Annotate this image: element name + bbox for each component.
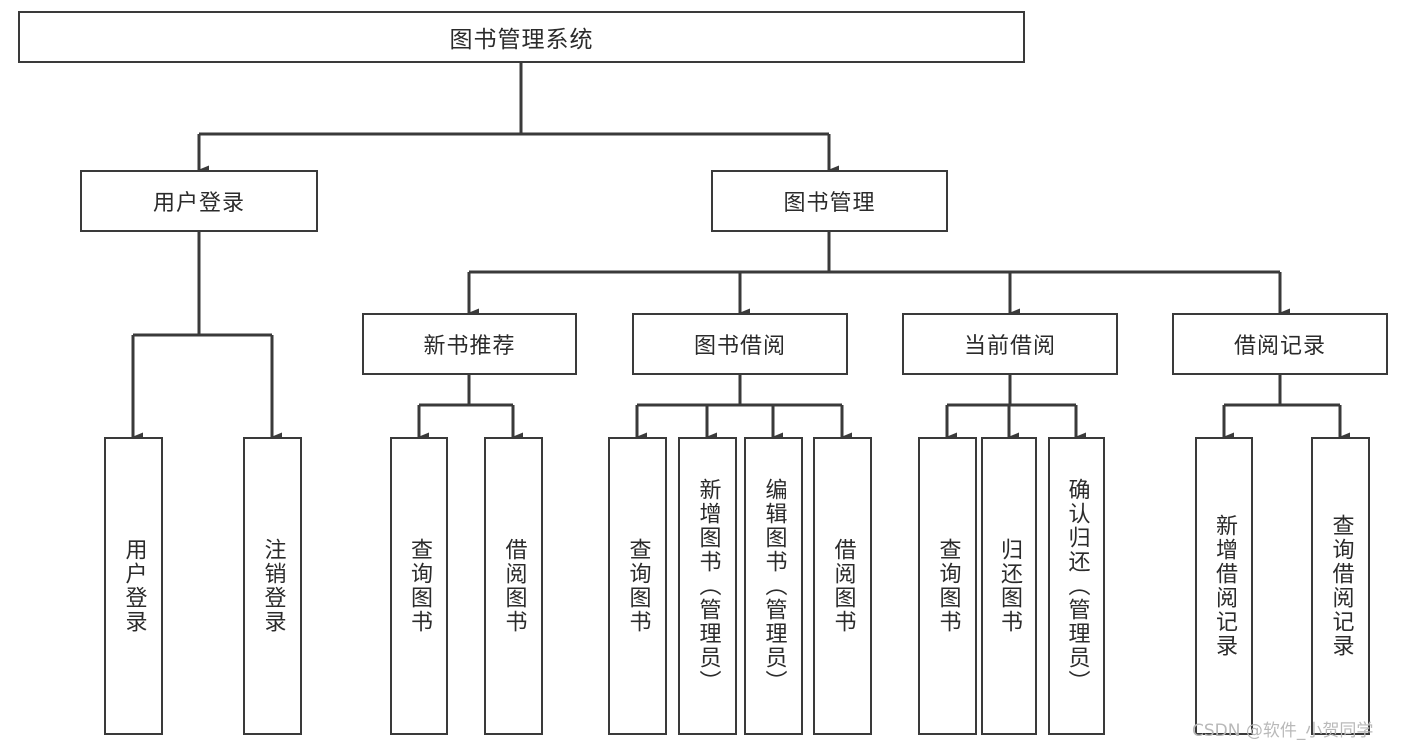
node-label: 编辑图书（管理员） bbox=[761, 478, 787, 694]
leaf-query-books-recommend[interactable]: 查询图书 bbox=[390, 437, 448, 735]
leaf-return-books[interactable]: 归还图书 bbox=[981, 437, 1037, 735]
node-label: 新增图书（管理员） bbox=[695, 478, 721, 694]
leaf-add-book-admin[interactable]: 新增图书（管理员） bbox=[678, 437, 737, 735]
node-label: 借阅图书 bbox=[501, 538, 527, 634]
leaf-borrow-books[interactable]: 借阅图书 bbox=[813, 437, 872, 735]
leaf-query-books-current[interactable]: 查询图书 bbox=[918, 437, 977, 735]
leaf-logout[interactable]: 注销登录 bbox=[243, 437, 302, 735]
leaf-query-books-borrow[interactable]: 查询图书 bbox=[608, 437, 667, 735]
leaf-add-borrow-record[interactable]: 新增借阅记录 bbox=[1195, 437, 1253, 735]
node-label: 用户登录 bbox=[152, 191, 245, 216]
leaf-borrow-books-recommend[interactable]: 借阅图书 bbox=[484, 437, 543, 735]
node-label: 查询图书 bbox=[625, 538, 651, 634]
watermark-csdn: CSDN @软件_小贺同学 bbox=[1192, 721, 1374, 741]
node-label: 图书借阅 bbox=[693, 334, 786, 359]
node-book-management[interactable]: 图书管理 bbox=[711, 170, 948, 232]
node-label: 用户登录 bbox=[121, 538, 147, 634]
node-user-login[interactable]: 用户登录 bbox=[80, 170, 318, 232]
leaf-query-borrow-record[interactable]: 查询借阅记录 bbox=[1311, 437, 1370, 735]
node-label: 归还图书 bbox=[997, 538, 1022, 634]
node-new-book-recommend[interactable]: 新书推荐 bbox=[362, 313, 577, 375]
node-borrow-records[interactable]: 借阅记录 bbox=[1172, 313, 1388, 375]
node-label: 注销登录 bbox=[260, 538, 286, 634]
node-current-borrow[interactable]: 当前借阅 bbox=[902, 313, 1118, 375]
node-label: 新增借阅记录 bbox=[1212, 514, 1237, 658]
node-label: 确认归还（管理员） bbox=[1064, 478, 1090, 694]
node-label: 借阅图书 bbox=[830, 538, 856, 634]
node-label: 当前借阅 bbox=[963, 334, 1056, 359]
node-label: 借阅记录 bbox=[1233, 334, 1326, 359]
node-book-borrow[interactable]: 图书借阅 bbox=[632, 313, 848, 375]
node-label: 查询借阅记录 bbox=[1328, 514, 1354, 658]
node-root-system[interactable]: 图书管理系统 bbox=[18, 11, 1025, 63]
node-label: 图书管理系统 bbox=[449, 27, 594, 53]
node-label: 查询图书 bbox=[407, 538, 432, 634]
leaf-user-login[interactable]: 用户登录 bbox=[104, 437, 163, 735]
leaf-confirm-return-admin[interactable]: 确认归还（管理员） bbox=[1048, 437, 1105, 735]
node-label: 图书管理 bbox=[783, 191, 876, 216]
node-label: 查询图书 bbox=[935, 538, 961, 634]
node-label: 新书推荐 bbox=[423, 334, 516, 359]
leaf-edit-book-admin[interactable]: 编辑图书（管理员） bbox=[744, 437, 803, 735]
